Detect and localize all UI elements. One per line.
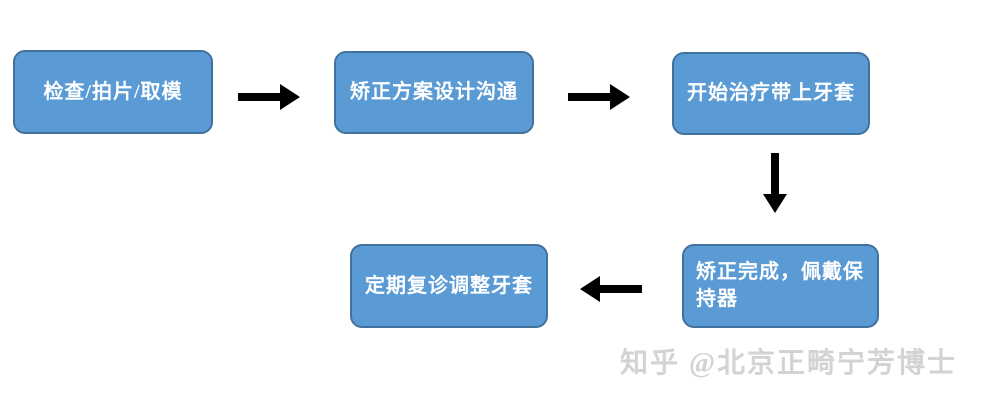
flow-node-exam: 检查/拍片/取模 (13, 50, 213, 134)
flow-node-label: 矫正完成，佩戴保持器 (696, 261, 864, 310)
arrow-down-icon (763, 153, 787, 213)
flow-node-label: 开始治疗带上牙套 (687, 82, 855, 104)
flow-node-treatment: 开始治疗带上牙套 (672, 52, 870, 135)
flow-node-label: 定期复诊调整牙套 (365, 274, 533, 297)
arrow-right-icon (568, 84, 630, 110)
zhihu-watermark: 知乎 @北京正畸宁芳博士 (619, 348, 957, 379)
arrow-right-icon (238, 84, 300, 110)
flow-node-retainer: 矫正完成，佩戴保持器 (682, 244, 879, 328)
flow-node-checkup: 定期复诊调整牙套 (350, 244, 548, 328)
flow-node-label: 矫正方案设计沟通 (350, 81, 518, 103)
arrow-left-icon (580, 276, 642, 302)
flow-node-label: 检查/拍片/取模 (43, 80, 183, 103)
flow-node-plan: 矫正方案设计沟通 (334, 51, 534, 134)
